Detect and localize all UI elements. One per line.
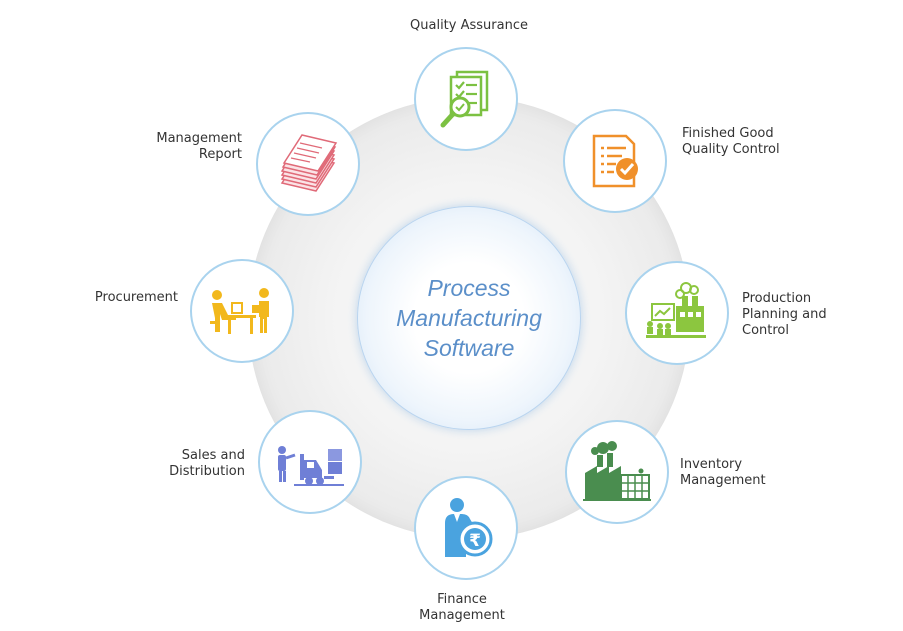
label-production-planning: Production Planning and Control (742, 291, 852, 339)
node-finished-good-quality-control[interactable] (563, 109, 667, 213)
label-sales-distribution: Sales and Distribution (150, 448, 245, 480)
label-inventory-management: Inventory Management (680, 457, 790, 489)
node-procurement[interactable] (190, 259, 294, 363)
node-management-report[interactable] (256, 112, 360, 216)
svg-text:₹: ₹ (469, 531, 481, 551)
document-checklist-magnifier-icon (433, 66, 499, 132)
forklift-delivery-icon (274, 432, 346, 492)
factory-warehouse-icon (581, 439, 653, 505)
node-finance-management[interactable]: ₹ (414, 476, 518, 580)
label-finished-good-quality-control: Finished Good Quality Control (682, 126, 802, 158)
label-management-report: Management Report (140, 131, 242, 163)
person-rupee-icon: ₹ (433, 495, 499, 561)
node-inventory-management[interactable] (565, 420, 669, 524)
document-checkmark-icon (582, 128, 648, 194)
node-production-planning[interactable] (625, 261, 729, 365)
desk-office-workers-icon (206, 281, 278, 341)
hub-title: Process Manufacturing Software (396, 273, 542, 363)
label-quality-assurance: Quality Assurance (398, 18, 540, 34)
center-hub: Process Manufacturing Software (357, 206, 581, 430)
label-procurement: Procurement (80, 290, 178, 306)
node-sales-distribution[interactable] (258, 410, 362, 514)
paper-stack-icon (272, 131, 344, 197)
label-finance-management: Finance Management (398, 592, 526, 624)
factory-planning-icon (642, 280, 712, 346)
node-quality-assurance[interactable] (414, 47, 518, 151)
